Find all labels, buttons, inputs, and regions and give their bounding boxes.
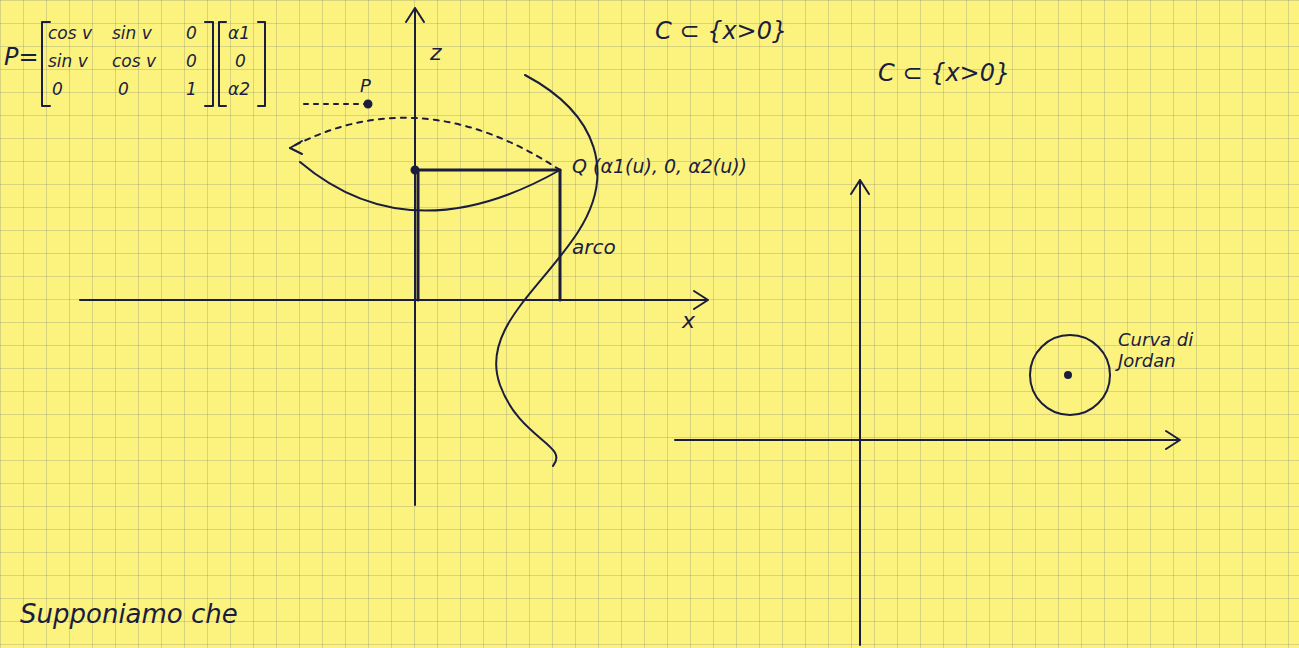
matrix-entry: 0	[118, 80, 129, 100]
rotation-arc	[300, 162, 560, 211]
x-axis	[80, 291, 708, 309]
height-segment	[559, 170, 562, 300]
generating-curve	[496, 75, 597, 466]
projection-line	[300, 103, 368, 105]
point-label: P	[360, 76, 371, 97]
z-axis	[406, 8, 424, 505]
vector-entry: α1	[228, 24, 250, 44]
vector-entry: α2	[228, 80, 250, 100]
radius-segment	[415, 169, 560, 172]
set-label: C ⊂ {x>0}	[655, 18, 787, 46]
formula-label: P=	[4, 44, 39, 72]
matrix-entry: 0	[186, 52, 197, 72]
matrix-entry: sin v	[48, 52, 88, 72]
point-label: Q (α1(u), 0, α2(u))	[572, 156, 747, 178]
matrix-entry: cos v	[48, 24, 92, 44]
jordan-curve	[1030, 335, 1110, 415]
vector-bracket	[258, 22, 265, 106]
matrix-entry: cos v	[112, 52, 156, 72]
vector-bracket	[219, 22, 226, 106]
set-label: C ⊂ {x>0}	[878, 60, 1010, 88]
y-axis	[851, 180, 869, 645]
curve-label: Curva di Jordan	[1118, 330, 1228, 371]
arrow-head	[290, 141, 302, 154]
curve-label: arco	[572, 236, 616, 259]
matrix-bracket	[205, 22, 213, 106]
vector-entry: 0	[235, 52, 246, 72]
point-dot	[365, 101, 372, 108]
rotation-arc	[290, 118, 560, 170]
axis-label: z	[430, 40, 442, 65]
axis-label: x	[682, 308, 695, 333]
x-axis	[675, 431, 1180, 449]
matrix-entry: sin v	[112, 24, 152, 44]
point-dot	[1065, 372, 1071, 378]
matrix-entry: 1	[186, 80, 197, 100]
matrix-entry: 0	[186, 24, 197, 44]
matrix-entry: 0	[52, 80, 63, 100]
note-text: Supponiamo che	[20, 600, 238, 630]
height-segment	[417, 170, 420, 300]
